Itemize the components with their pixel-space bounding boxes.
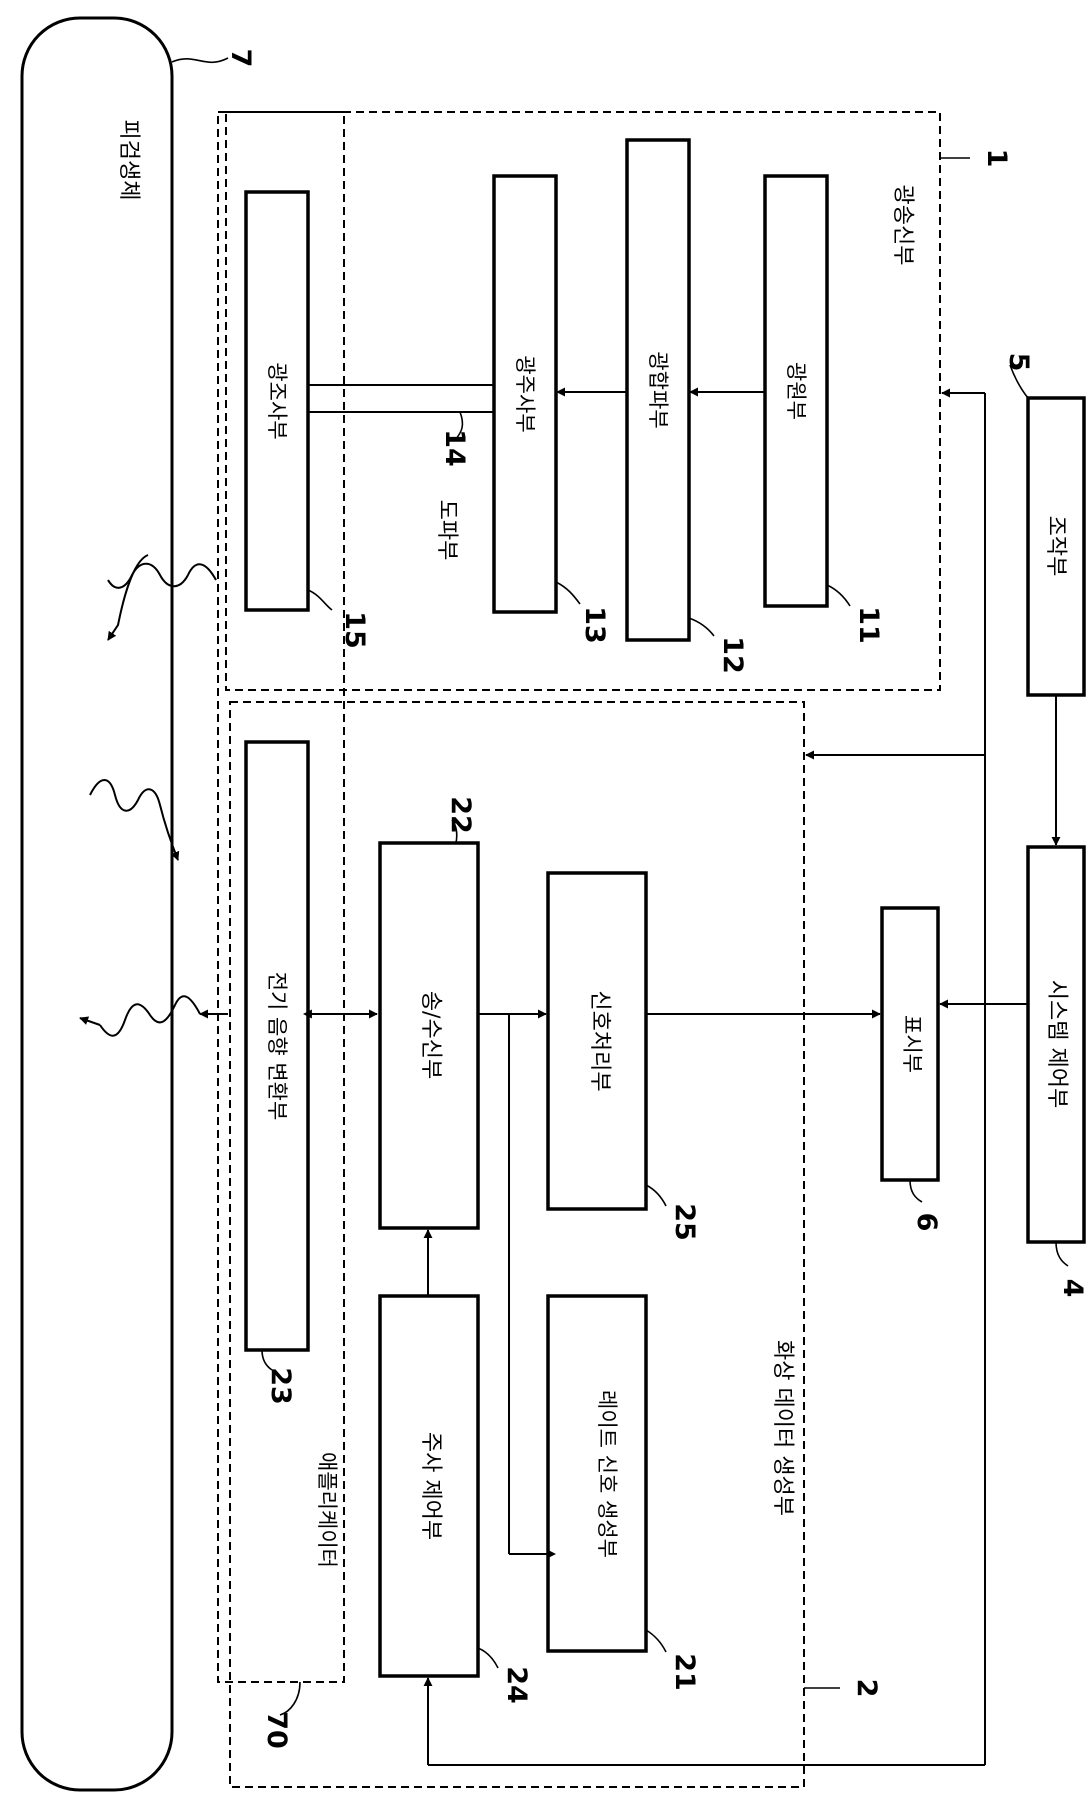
- transducer-label: 전기 음향 변환부: [265, 972, 289, 1121]
- light-source-label: 광원부: [784, 362, 808, 420]
- light-source-ref: 11: [853, 606, 884, 644]
- operation-unit-label: 조작부: [1043, 516, 1068, 577]
- subject-label: 피검생체: [116, 120, 141, 201]
- signal-processor-block: 신호처리부: [548, 873, 646, 1209]
- signal-processor-leader: [646, 1185, 666, 1206]
- applicator-ref: 70: [261, 1711, 292, 1749]
- light-scanner-label: 광주사부: [513, 355, 537, 432]
- image-data-generator-ref: 2: [851, 1679, 882, 1698]
- signal-processor-ref: 25: [669, 1203, 700, 1241]
- display-unit-block: 표시부: [882, 908, 938, 1180]
- waveguide: [308, 385, 494, 412]
- light-transmitter-ref: 1: [981, 149, 1012, 168]
- light-source-leader: [827, 585, 850, 606]
- operation-unit-ref: 5: [1003, 353, 1034, 372]
- optical-multiplexer-label: 광합파부: [646, 351, 670, 428]
- waveguide-label: 도파부: [434, 500, 459, 561]
- applicator-leader: [280, 1682, 300, 1715]
- light-source-block: 광원부: [765, 176, 827, 606]
- subject-block: 피검생체: [22, 18, 172, 1790]
- light-irradiator-ref: 15: [339, 611, 370, 649]
- subject-ref: 7: [225, 49, 256, 68]
- optical-multiplexer-ref: 12: [717, 636, 748, 674]
- display-unit-ref: 6: [911, 1213, 942, 1232]
- system-controller-leader: [1056, 1242, 1068, 1266]
- light-transmitter-group: [226, 112, 940, 690]
- rate-signal-generator-label-line1: 레이트 신호 생성부: [595, 1390, 619, 1558]
- optical-multiplexer-leader: [689, 618, 714, 636]
- transducer-block: 전기 음향 변환부: [246, 742, 308, 1350]
- waveguide-ref: 14: [439, 429, 470, 467]
- image-data-generator-label: 화상 데이터 생성부: [770, 1340, 795, 1516]
- applicator-label: 애플리케이터: [315, 1452, 339, 1568]
- optical-multiplexer-block: 광합파부: [627, 140, 689, 640]
- rate-signal-generator-block: 레이트 신호 생성부: [548, 1296, 646, 1651]
- system-controller-label: 시스템 제어부: [1044, 980, 1069, 1108]
- signal-processor-label: 신호처리부: [587, 990, 612, 1091]
- subject-leader: [172, 58, 228, 62]
- transducer-ref: 23: [265, 1367, 296, 1405]
- light-transmitter-label: 광송신부: [890, 185, 915, 266]
- display-unit-leader: [910, 1180, 922, 1202]
- operation-unit-block: 조작부: [1028, 398, 1084, 695]
- image-data-generator-group: [230, 702, 804, 1787]
- transceiver-block: 송/수신부: [380, 843, 478, 1228]
- scan-controller-leader: [478, 1648, 498, 1668]
- scan-controller-ref: 24: [501, 1666, 532, 1704]
- light-scanner-leader: [556, 582, 580, 604]
- system-controller-block: 시스템 제어부: [1028, 847, 1084, 1242]
- system-controller-ref: 4: [1057, 1279, 1088, 1298]
- rate-signal-generator-leader: [646, 1630, 666, 1652]
- light-irradiator-label: 광조사부: [265, 362, 289, 439]
- light-scanner-ref: 13: [579, 606, 610, 644]
- rate-signal-path: [509, 1014, 548, 1554]
- light-irradiator-leader: [308, 590, 332, 610]
- scan-controller-label: 주사 제어부: [418, 1432, 443, 1540]
- scan-controller-block: 주사 제어부: [380, 1296, 478, 1676]
- light-scanner-block: 광주사부: [494, 176, 556, 612]
- transceiver-label: 송/수신부: [418, 991, 443, 1079]
- light-irradiator-block: 광조사부: [246, 192, 308, 610]
- display-unit-label: 표시부: [900, 1015, 924, 1073]
- rate-signal-generator-ref: 21: [669, 1653, 700, 1691]
- transceiver-ref: 22: [445, 796, 476, 834]
